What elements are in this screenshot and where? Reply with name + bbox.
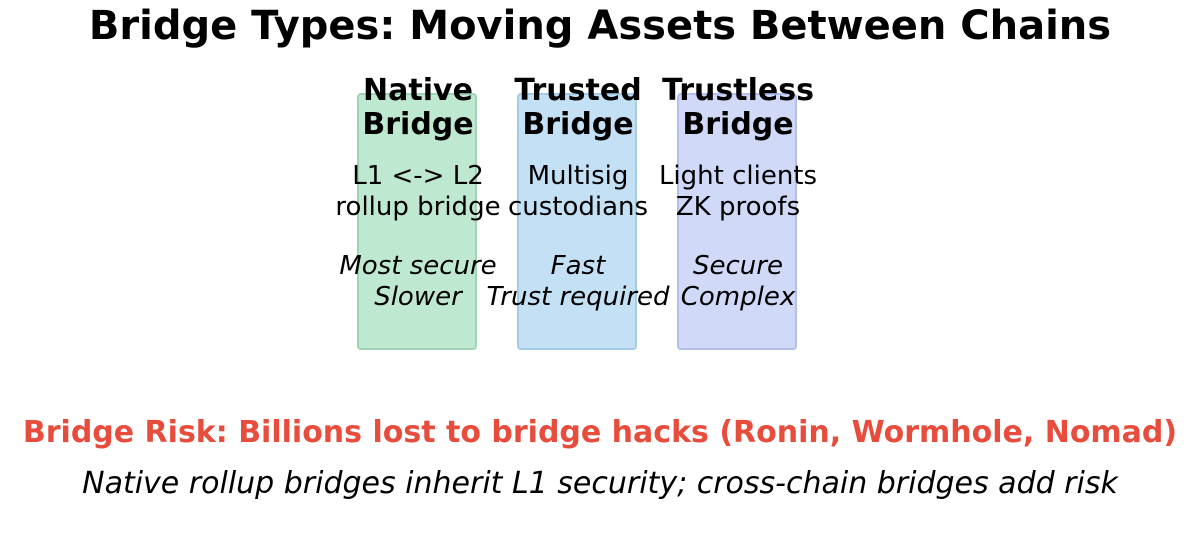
trusted-bridge-heading-line-1: Trusted [514, 73, 642, 108]
native-bridge-traits: Most secure Slower [298, 251, 538, 313]
native-bridge-heading-line-1: Native [363, 73, 473, 108]
trustless-bridge-heading-line-2: Bridge [682, 107, 794, 142]
trustless-bridge-card: Trustless Bridge Light clients ZK proofs… [618, 74, 858, 313]
native-bridge-trait-2: Slower [374, 282, 462, 312]
trustless-bridge-trait-2: Complex [680, 282, 796, 312]
native-bridge-mechanism-line-1: L1 <-> L2 [352, 161, 484, 191]
trusted-bridge-mechanism: Multisig custodians [458, 161, 698, 223]
trusted-bridge-card: Trusted Bridge Multisig custodians Fast … [458, 74, 698, 313]
trusted-bridge-mechanism-line-2: custodians [507, 192, 649, 222]
native-bridge-heading-line-2: Bridge [362, 107, 474, 142]
trusted-bridge-traits: Fast Trust required [458, 251, 698, 313]
trustless-bridge-box [677, 93, 797, 350]
native-bridge-box [357, 93, 477, 350]
native-bridge-heading: Native Bridge [298, 74, 538, 142]
native-bridge-mechanism: L1 <-> L2 rollup bridge [298, 161, 538, 223]
trustless-bridge-traits: Secure Complex [618, 251, 858, 313]
trusted-bridge-mechanism-line-1: Multisig [527, 161, 629, 191]
trustless-bridge-mechanism-line-2: ZK proofs [675, 192, 801, 222]
trusted-bridge-box [517, 93, 637, 350]
native-bridge-mechanism-line-2: rollup bridge [335, 192, 501, 222]
bridge-risk-warning: Bridge Risk: Billions lost to bridge hac… [22, 415, 1178, 450]
native-bridge-card: Native Bridge L1 <-> L2 rollup bridge Mo… [298, 74, 538, 313]
trustless-bridge-heading: Trustless Bridge [618, 74, 858, 142]
diagram-title: Bridge Types: Moving Assets Between Chai… [88, 3, 1112, 49]
trusted-bridge-trait-1: Fast [550, 251, 606, 281]
native-bridge-trait-1: Most secure [339, 251, 497, 281]
trustless-bridge-mechanism: Light clients ZK proofs [618, 161, 858, 223]
trustless-bridge-mechanism-line-1: Light clients [658, 161, 818, 191]
trustless-bridge-trait-1: Secure [693, 251, 783, 281]
trustless-bridge-heading-line-1: Trustless [662, 73, 814, 108]
trusted-bridge-heading-line-2: Bridge [522, 107, 634, 142]
security-note: Native rollup bridges inherit L1 securit… [82, 466, 1118, 501]
trusted-bridge-trait-2: Trust required [486, 282, 670, 312]
trusted-bridge-heading: Trusted Bridge [458, 74, 698, 142]
